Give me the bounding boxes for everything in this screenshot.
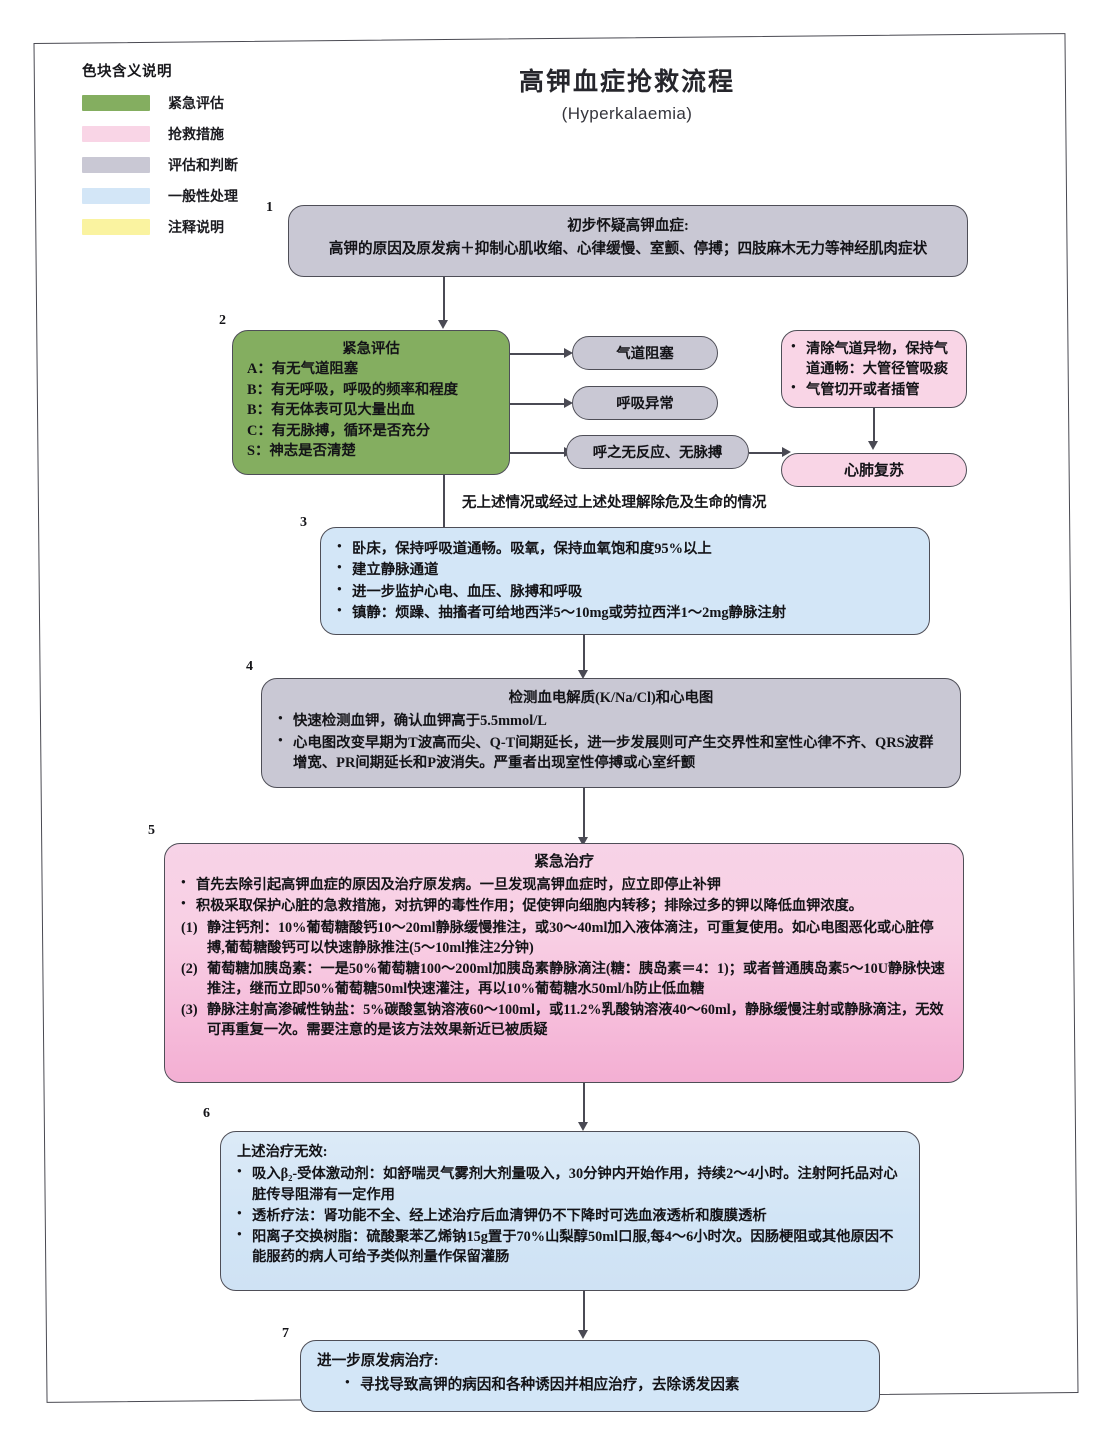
connector-4-to-5: [583, 788, 585, 840]
box1-header: 初步怀疑高钾血症:: [567, 218, 689, 234]
legend-title: 色块含义说明: [82, 64, 172, 80]
box-airway-actions: 清除气道异物，保持气道通畅：大管径管吸痰 气管切开或者插管: [781, 330, 967, 408]
box5-number: (1): [181, 919, 198, 936]
box5-number-text: 静脉注射高渗碱性钠盐：5%碳酸氢钠溶液60～100ml，或11.2%乳酸钠溶液4…: [207, 1002, 944, 1039]
legend-swatch-gray: [82, 156, 150, 173]
legend-label: 注释说明: [168, 218, 224, 235]
box6-item: 阳离子交换树脂：硫酸聚苯乙烯钠15g置于70%山梨醇50ml口服,每4～6小时次…: [237, 1226, 903, 1268]
connector-airway-to-cpr: [873, 408, 875, 444]
box3-item: 镇静：烦躁、抽搐者可给地西泮5～10mg或劳拉西泮1～2mg静脉注射: [337, 602, 913, 623]
box2-item-b2: B：有无体表可见大量出血: [247, 402, 415, 419]
step-number-3: 3: [300, 515, 307, 530]
legend-label: 抢救措施: [168, 125, 224, 142]
box5-numbered-item: (1) 静注钙剂：10%葡萄糖酸钙10～20ml静脉缓慢推注，或30～40ml加…: [181, 918, 947, 958]
step-number-2: 2: [219, 313, 226, 328]
legend-label: 一般性处理: [168, 187, 238, 204]
box4-header: 检测血电解质(K/Na/Cl)和心电图: [508, 690, 714, 706]
unresponsive-label: 呼之无反应、无脉搏: [592, 445, 723, 461]
connector-3-to-4: [583, 635, 585, 673]
box2-header: 紧急评估: [342, 341, 400, 357]
airway-action-item: 清除气道异物，保持气道通畅：大管径管吸痰: [791, 338, 957, 379]
box-treat-underlying-cause: 进一步原发病治疗: 寻找导致高钾的病因和各种诱因并相应治疗，去除诱发因素: [300, 1340, 880, 1412]
legend-swatch-yellow: [82, 218, 150, 235]
box-refractory-treatment: 上述治疗无效: 吸入β₂-受体激动剂：如舒喘灵气雾剂大剂量吸入，30分钟内开始作…: [220, 1131, 920, 1291]
box7-item: 寻找导致高钾的病因和各种诱因并相应治疗，去除诱发因素: [345, 1374, 863, 1396]
box-lab-and-ecg: 检测血电解质(K/Na/Cl)和心电图 快速检测血钾，确认血钾高于5.5mmol…: [261, 678, 961, 788]
box1-line: 高钾的原因及原发病＋抑制心肌收缩、心律缓慢、室颤、停搏；四肢麻木无力等神经肌肉症…: [328, 240, 928, 257]
connector-2-to-3: [443, 475, 445, 531]
box-airway-obstruction: 气道阻塞: [572, 336, 718, 370]
box5-number: (2): [181, 960, 198, 977]
legend-swatch-green: [82, 94, 150, 111]
legend-item-general-handling: 一般性处理: [82, 183, 312, 208]
legend-label: 评估和判断: [168, 156, 238, 173]
box5-numbered-item: (2) 葡萄糖加胰岛素：一是50%葡萄糖100～200ml加胰岛素静脉滴注(糖：…: [181, 959, 947, 999]
box5-item: 积极采取保护心脏的急救措施，对抗钾的毒性作用；促使钾向细胞内转移；排除过多的钾以…: [181, 895, 947, 916]
legend-swatch-blue: [82, 187, 150, 204]
legend-swatch-pink: [82, 125, 150, 142]
box6-header: 上述治疗无效:: [237, 1144, 328, 1160]
box2-item-a: A：有无气道阻塞: [247, 361, 359, 378]
box-abnormal-breathing: 呼吸异常: [572, 386, 718, 420]
legend-item-assessment-judgement: 评估和判断: [82, 152, 312, 177]
cpr-label: 心肺复苏: [843, 463, 904, 479]
legend-item-emergency-assessment: 紧急评估: [82, 90, 312, 115]
arrow-6-to-7: [578, 1330, 588, 1339]
box7-header: 进一步原发病治疗:: [317, 1353, 439, 1369]
box3-item: 建立静脉通道: [337, 559, 913, 580]
connector-1-to-2: [443, 277, 445, 323]
connector-6-to-7: [583, 1291, 585, 1333]
box-emergency-treatment: 紧急治疗 首先去除引起高钾血症的原因及治疗原发病。一旦发现高钾血症时，应立即停止…: [164, 843, 964, 1083]
step-number-1: 1: [266, 200, 273, 215]
title-chinese: 高钾血症抢救流程: [518, 68, 735, 96]
legend-item-notes: 注释说明: [82, 214, 312, 239]
box-unresponsive-no-pulse: 呼之无反应、无脉搏: [566, 435, 749, 469]
box5-number-text: 葡萄糖加胰岛素：一是50%葡萄糖100～200ml加胰岛素静脉滴注(糖：胰岛素＝…: [207, 960, 945, 998]
connector-2-to-airway: [510, 353, 566, 355]
airway-label: 气道阻塞: [616, 346, 674, 362]
step-number-5: 5: [148, 823, 155, 838]
box6-item: 吸入β₂-受体激动剂：如舒喘灵气雾剂大剂量吸入，30分钟内开始作用，持续2～4小…: [237, 1163, 903, 1205]
box-general-support: 卧床，保持呼吸道通畅。吸氧，保持血氧饱和度95%以上 建立静脉通道 进一步监护心…: [320, 527, 930, 635]
box5-header: 紧急治疗: [533, 854, 594, 870]
connector-2-to-unresponsive: [510, 452, 566, 454]
box2-item-s: S：神志是否清楚: [247, 443, 356, 460]
arrow-3-to-4: [578, 670, 588, 679]
step-number-4: 4: [246, 659, 253, 674]
box4-item: 心电图改变早期为T波高而尖、Q-T间期延长，进一步发展则可产生交界性和室性心律不…: [278, 732, 944, 774]
arrow-5-to-6: [578, 1122, 588, 1131]
box-initial-suspicion: 初步怀疑高钾血症: 高钾的原因及原发病＋抑制心肌收缩、心律缓慢、室颤、停搏；四肢…: [288, 205, 968, 277]
box4-item: 快速检测血钾，确认血钾高于5.5mmol/L: [278, 710, 944, 731]
connector-5-to-6: [583, 1083, 585, 1125]
box5-number: (3): [181, 1002, 198, 1019]
box3-item: 卧床，保持呼吸道通畅。吸氧，保持血氧饱和度95%以上: [337, 538, 913, 559]
step-number-6: 6: [203, 1106, 210, 1121]
breathing-label: 呼吸异常: [616, 396, 674, 412]
airway-action-item: 气管切开或者插管: [791, 379, 957, 400]
arrow-to-airway: [564, 348, 573, 358]
box-cpr: 心肺复苏: [781, 453, 967, 487]
box5-number-text: 静注钙剂：10%葡萄糖酸钙10～20ml静脉缓慢推注，或30～40ml加入液体滴…: [207, 919, 934, 956]
arrow-1-to-2: [438, 320, 448, 329]
box2-item-b1: B：有无呼吸，呼吸的频率和程度: [247, 381, 459, 398]
legend-item-rescue-measures: 抢救措施: [82, 121, 312, 146]
connector-unresponsive-to-cpr: [749, 452, 787, 454]
title-english: (Hyperkalaemia): [561, 104, 693, 123]
arrow-to-breathing: [564, 398, 573, 408]
arrow-4-to-5: [578, 837, 588, 846]
box6-item: 透析疗法：肾功能不全、经上述治疗后血清钾仍不下降时可选血液透析和腹膜透析: [237, 1205, 903, 1226]
box-emergency-assessment: 紧急评估 A：有无气道阻塞 B：有无呼吸，呼吸的频率和程度 B：有无体表可见大量…: [232, 330, 510, 475]
edge-note-no-life-threat: 无上述情况或经过上述处理解除危及生命的情况: [462, 495, 767, 511]
box3-item: 进一步监护心电、血压、脉搏和呼吸: [337, 581, 913, 602]
box5-item: 首先去除引起高钾血症的原因及治疗原发病。一旦发现高钾血症时，应立即停止补钾: [181, 874, 947, 895]
legend-label: 紧急评估: [168, 94, 224, 111]
box5-numbered-item: (3) 静脉注射高渗碱性钠盐：5%碳酸氢钠溶液60～100ml，或11.2%乳酸…: [181, 1000, 947, 1040]
box2-item-c: C：有无脉搏，循环是否充分: [247, 422, 431, 439]
legend: 色块含义说明 紧急评估 抢救措施 评估和判断 一般性处理 注释说明: [82, 60, 312, 245]
step-number-7: 7: [282, 1326, 289, 1341]
arrow-airway-to-cpr: [868, 441, 878, 450]
arrow-unresponsive-to-cpr: [782, 447, 791, 457]
chart-title: 高钾血症抢救流程 (Hyperkalaemia): [0, 62, 1114, 124]
connector-2-to-breathing: [510, 403, 566, 405]
